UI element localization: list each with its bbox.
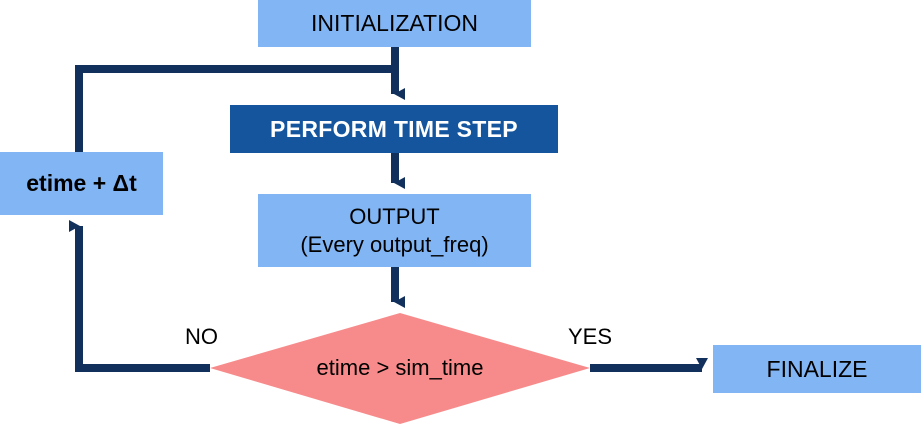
- node-finalize[interactable]: FINALIZE: [713, 345, 921, 393]
- node-output-label-line2: (Every output_freq): [300, 231, 489, 257]
- decision-diamond: [210, 313, 590, 424]
- node-initialization[interactable]: INITIALIZATION: [258, 0, 531, 47]
- edge-label-no: NO: [185, 324, 218, 349]
- edge-label-yes: YES: [568, 324, 613, 349]
- node-perform-time-step[interactable]: PERFORM TIME STEP: [230, 105, 558, 153]
- node-etime-increment[interactable]: etime + Δt: [0, 152, 163, 215]
- node-output-label-line1: OUTPUT: [349, 204, 440, 230]
- edge-decision-no-to-etime: [69, 220, 210, 372]
- node-initialization-label: INITIALIZATION: [311, 10, 478, 37]
- node-output[interactable]: OUTPUT (Every output_freq): [258, 194, 531, 267]
- node-etime-increment-label: etime + Δt: [26, 170, 137, 197]
- edge-etime-to-perform: [75, 65, 395, 152]
- node-perform-time-step-label: PERFORM TIME STEP: [270, 115, 518, 142]
- node-finalize-label: FINALIZE: [766, 355, 868, 382]
